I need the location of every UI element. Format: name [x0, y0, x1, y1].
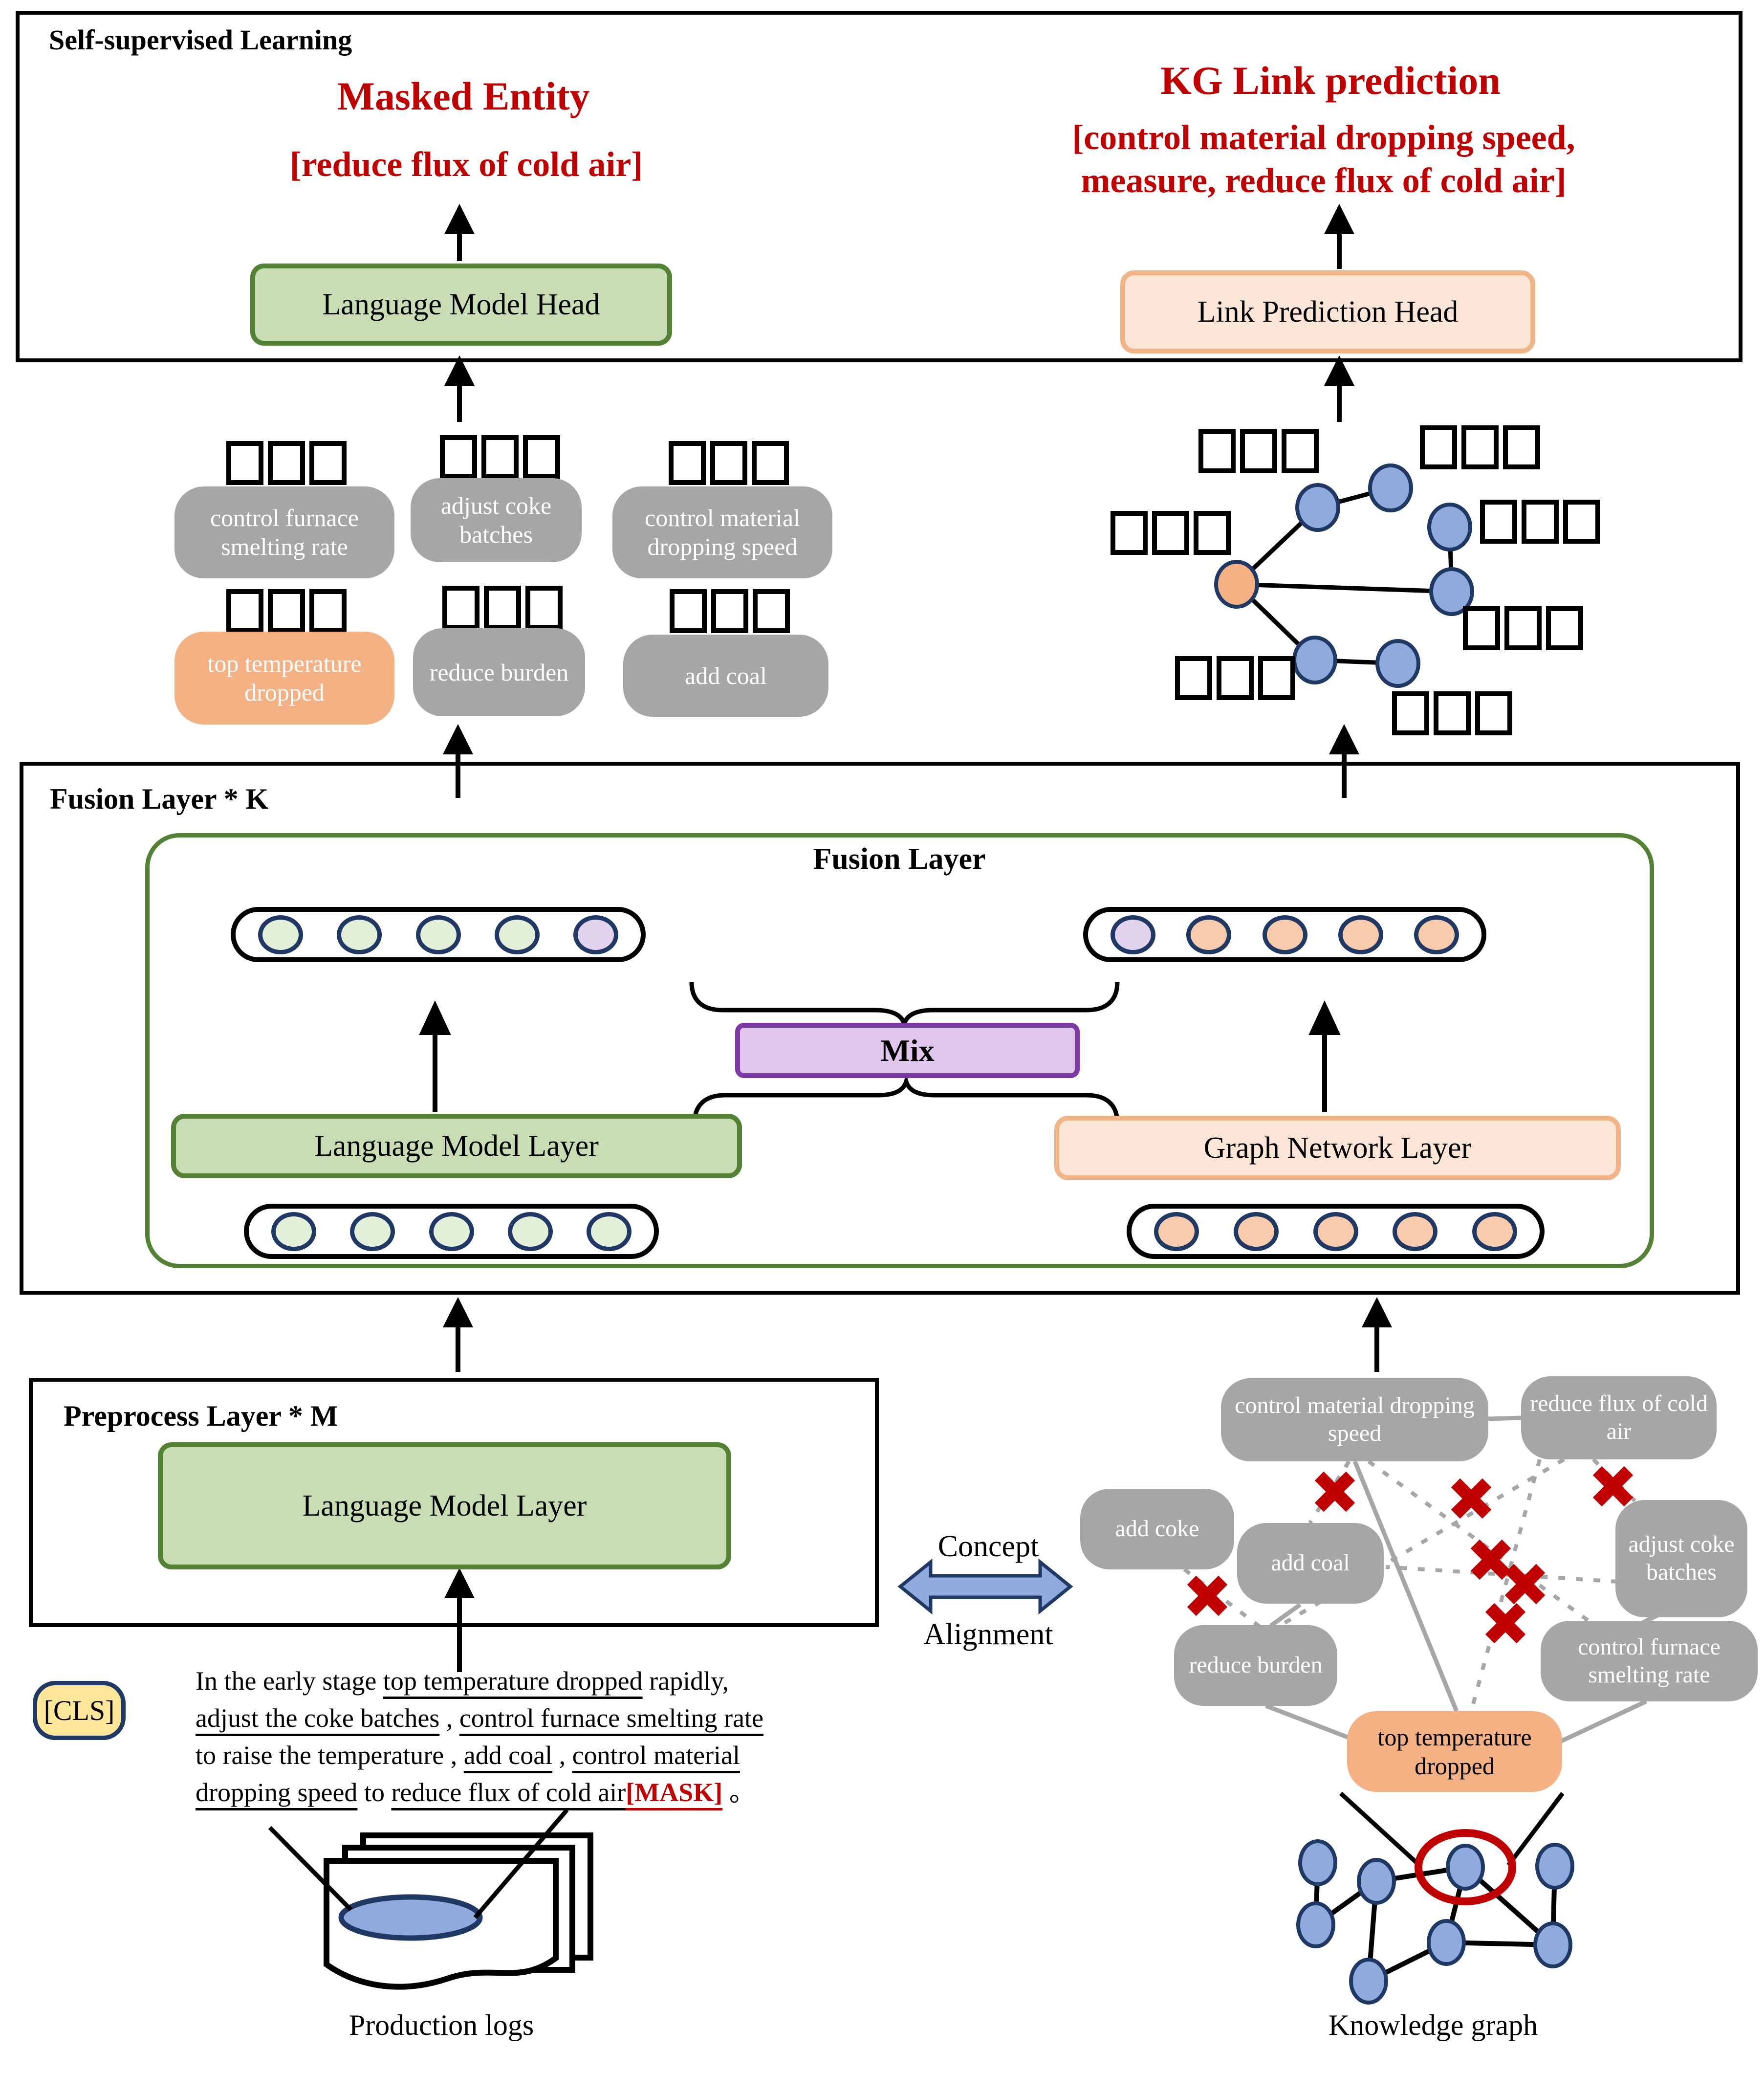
token-squares-icon [1463, 606, 1583, 650]
entity-nodes [1292, 463, 1474, 688]
concept-word: Concept [937, 1530, 1039, 1563]
state-dot-orange [1186, 915, 1232, 954]
preprocess-panel-title: Preprocess Layer * M [64, 1400, 338, 1432]
highlight-entity-node [1214, 560, 1259, 609]
graph-network-layer-box: Graph Network Layer [1054, 1116, 1621, 1180]
masked-entity-value: [reduce flux of cold air] [289, 145, 643, 184]
cls-token: [CLS] [33, 1681, 126, 1740]
state-dot-orange [1233, 1212, 1279, 1251]
state-dot-orange [1154, 1212, 1199, 1251]
fusion-inner-title: Fusion Layer [813, 842, 986, 876]
state-dot-orange [1338, 915, 1383, 954]
panel-title: Self-supervised Learning [49, 24, 352, 56]
token-squares-icon [226, 441, 347, 485]
kg-link-value-line1: [control material dropping speed, [1072, 118, 1575, 157]
masked-entity-title: Masked Entity [337, 74, 590, 118]
state-dot-orange [1414, 915, 1459, 954]
concept-bubble: reduce burden [413, 628, 585, 716]
input-sentence: In the early stage top temperature dropp… [196, 1662, 763, 1811]
hidden-state-pill [1083, 907, 1486, 962]
kg-bubble: adjust coke batches [1615, 1500, 1747, 1617]
target-node-circle [1415, 1829, 1516, 1905]
token-squares-icon [1480, 500, 1600, 544]
mix-box: Mix [735, 1023, 1080, 1078]
token-squares-icon [1111, 511, 1231, 555]
state-dot-orange [1313, 1212, 1358, 1251]
kg-bubble: add coal [1237, 1523, 1384, 1604]
state-dot-purple [1111, 915, 1155, 954]
state-dot-green [429, 1212, 474, 1251]
hidden-state-pill [231, 907, 646, 962]
concept-bubble-highlight: top temperature dropped [174, 632, 394, 725]
link-prediction-head-box: Link Prediction Head [1120, 270, 1535, 353]
concept-bubble: adjust coke batches [411, 478, 582, 562]
state-dot-purple [573, 915, 618, 954]
token-squares-icon [442, 586, 563, 630]
knowledge-graph-icon [1296, 1791, 1574, 2005]
hidden-state-pill [1127, 1204, 1545, 1259]
kg-bubble: control furnace smelting rate [1541, 1621, 1758, 1701]
state-dot-green [587, 1212, 632, 1251]
token-squares-icon [669, 441, 789, 485]
state-dot-orange [1472, 1212, 1517, 1251]
language-model-layer-box: Language Model Layer [171, 1114, 742, 1178]
fusion-panel-title: Fusion Layer * K [50, 783, 269, 815]
kg-bubble: reduce flux of cold air [1521, 1376, 1717, 1459]
knowledge-graph-caption: Knowledge graph [1328, 2009, 1538, 2041]
production-logs-icon [268, 1808, 593, 1990]
production-logs-caption: Production logs [348, 2009, 534, 2041]
state-dot-green [415, 915, 461, 954]
fusion-inner-box [145, 833, 1654, 1268]
sentence-line: to raise the temperature , add coal , co… [196, 1741, 740, 1770]
log-highlight-ellipse [338, 1894, 483, 1941]
alignment-word: Alignment [923, 1618, 1053, 1651]
preprocess-lm-layer-box: Language Model Layer [158, 1442, 731, 1569]
token-squares-icon [440, 435, 560, 479]
self-supervised-panel [16, 11, 1742, 362]
kg-link-title: KG Link prediction [1160, 58, 1501, 103]
kg-bubble: control material dropping speed [1221, 1378, 1488, 1461]
concept-alignment-arrow [897, 1558, 1073, 1615]
state-dot-orange [1393, 1212, 1438, 1251]
token-squares-icon [1198, 429, 1319, 473]
concept-bubble: add coal [623, 635, 828, 717]
state-dot-green [494, 915, 540, 954]
state-dot-orange [1262, 915, 1307, 954]
kg-bubble: add coke [1080, 1489, 1234, 1569]
token-squares-icon [1175, 656, 1295, 700]
preprocess-panel [29, 1378, 879, 1627]
kg-link-value-line2: measure, reduce flux of cold air] [1081, 161, 1567, 200]
concept-bubble: control furnace smelting rate [174, 486, 394, 578]
mask-token: [MASK] [626, 1778, 723, 1807]
state-dot-green [271, 1212, 316, 1251]
sentence-line: dropping speed to reduce flux of cold ai… [196, 1778, 756, 1807]
token-squares-icon [1392, 691, 1512, 735]
kg-bubble: reduce burden [1174, 1625, 1337, 1706]
token-squares-icon [1420, 425, 1540, 469]
state-dot-green [337, 915, 382, 954]
hidden-state-pill [244, 1204, 659, 1259]
token-squares-icon [226, 589, 347, 633]
state-dot-green [258, 915, 303, 954]
sentence-line: adjust the coke batches , control furnac… [196, 1703, 764, 1733]
state-dot-green [350, 1212, 395, 1251]
kg-bubble-highlight: top temperature dropped [1347, 1711, 1562, 1792]
state-dot-green [507, 1212, 553, 1251]
language-model-head-box: Language Model Head [250, 264, 672, 346]
entity-graph [1214, 463, 1474, 688]
token-squares-icon [670, 589, 790, 633]
sentence-line: In the early stage top temperature dropp… [196, 1666, 729, 1696]
fusion-panel [20, 762, 1740, 1295]
concept-bubble: control material dropping speed [612, 486, 832, 578]
